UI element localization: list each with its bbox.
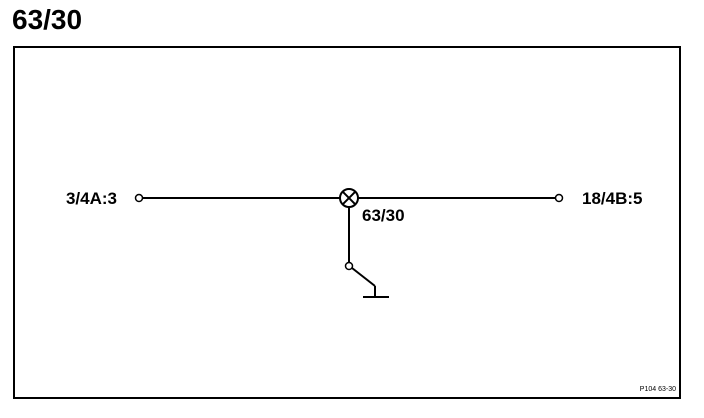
lamp-label: 63/30	[362, 206, 405, 225]
right-terminal-label: 18/4B:5	[582, 189, 642, 208]
switch-to-ground-icon	[344, 261, 376, 297]
left-terminal-label: 3/4A:3	[66, 189, 117, 208]
page-title: 63/30	[12, 4, 83, 35]
diagram-frame	[13, 46, 681, 399]
terminal-circle-icon	[134, 193, 144, 203]
lamp-symbol-icon	[339, 188, 359, 208]
reference-code: P104 63-30	[640, 386, 676, 393]
terminal-circle-icon	[554, 193, 564, 203]
